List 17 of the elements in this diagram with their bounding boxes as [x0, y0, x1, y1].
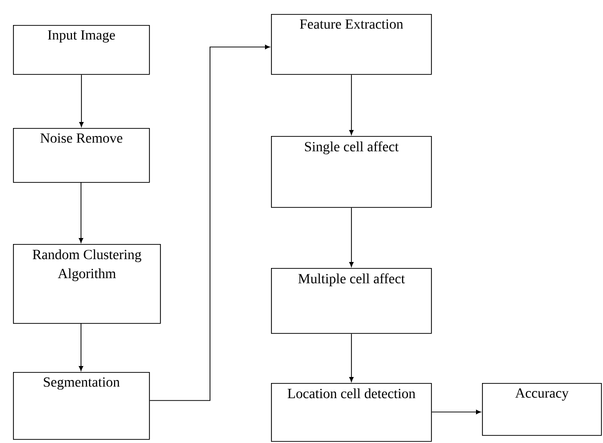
arrow: [349, 207, 354, 267]
process-box: Noise Remove: [13, 128, 150, 183]
process-box: Accuracy: [482, 382, 602, 436]
arrow: [149, 44, 270, 401]
process-box: Random Clustering Algorithm: [13, 244, 161, 324]
arrow: [431, 410, 481, 414]
process-box: Segmentation: [13, 372, 150, 440]
arrow: [78, 182, 84, 243]
process-box: Single cell affect: [271, 136, 432, 208]
process-box: Location cell detection: [271, 382, 432, 442]
arrow: [349, 333, 354, 382]
arrow: [79, 74, 84, 127]
process-box: Feature Extraction: [271, 14, 432, 75]
process-box: Input Image: [13, 24, 150, 75]
process-box: Multiple cell affect: [271, 268, 432, 334]
arrow: [78, 322, 84, 371]
arrow: [349, 74, 354, 135]
